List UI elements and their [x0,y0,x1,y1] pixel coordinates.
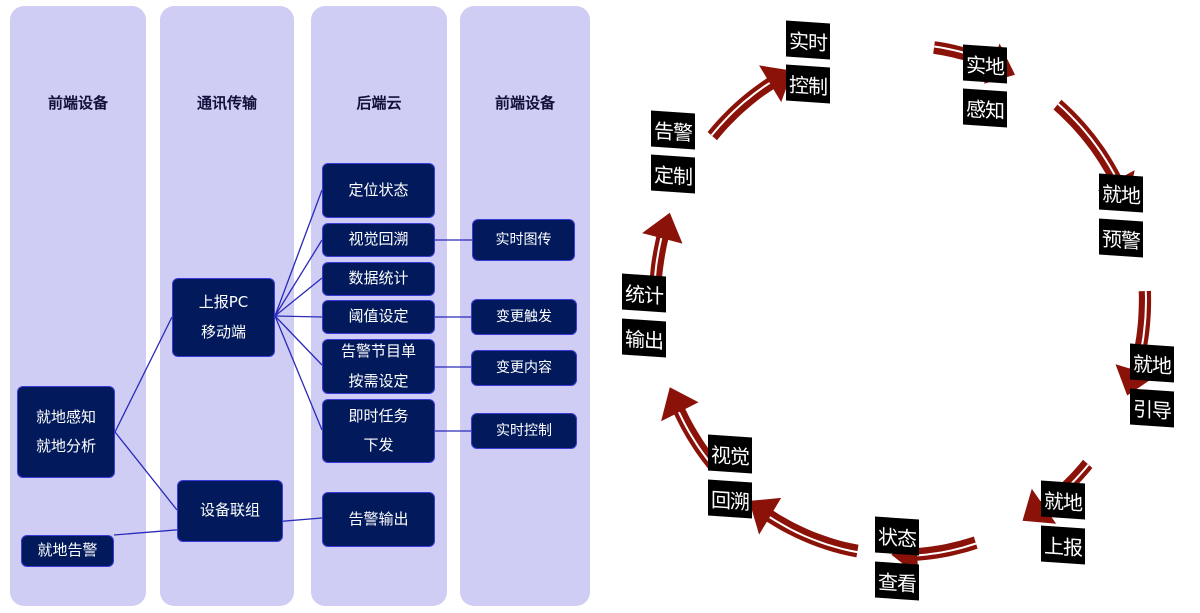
link-report-to-position [274,189,323,317]
connector-lines [113,189,472,536]
node-visual-trace[interactable]: 视觉回溯 [322,223,435,257]
cycle-label-realtime-control-1: 实时 [786,20,830,60]
cycle-label-status-view-1: 状态 [875,516,919,556]
cycle-arrow-highlight [917,542,977,557]
cycle-label-alarm-custom-2: 定制 [651,154,695,194]
cycle-arrow-6 [749,497,859,558]
link-report-to-visual [274,239,323,317]
node-text: 移动端 [200,322,246,341]
node-text: 定位状态 [348,180,409,199]
node-alarm-output[interactable]: 告警输出 [322,492,435,547]
cycle-label-visual-trace-2: 回溯 [708,479,752,519]
cycle-label-stats-output-2: 输出 [622,318,666,358]
node-alarm-program[interactable]: 告警节目单 按需设定 [322,339,435,394]
cycle-label-visual-trace-1: 视觉 [708,434,752,474]
cycle-label-status-view-2: 查看 [875,561,919,601]
cycle-label-realtime-control-2: 控制 [786,64,830,104]
cycle-arrow-highlight [710,82,771,137]
node-report-pc-mobile[interactable]: 上报PC 移动端 [172,278,275,357]
node-text: 就地告警 [37,541,98,560]
node-text: 实时图传 [495,231,552,248]
cycle-arrow-highlight [678,411,713,466]
column-frontend-devices: 前端设备 [10,6,146,606]
node-text: 下发 [363,436,394,454]
node-text: 就地感知 [35,407,96,426]
cycle-label-local-guide-1: 就地 [1130,343,1174,383]
node-change-content[interactable]: 变更内容 [471,350,577,386]
cycle-arrow-highlight [769,516,858,554]
node-data-stats[interactable]: 数据统计 [322,262,435,296]
node-text: 上报PC [198,293,249,312]
column-title: 前端设备 [47,94,108,112]
link-sense-to-group [114,431,178,511]
node-text: 变更内容 [496,359,552,376]
node-realtime-image[interactable]: 实时图传 [472,219,575,261]
node-text: 即时任务 [348,406,409,425]
cycle-arrow-7 [661,387,717,468]
column-title: 前端设备 [494,94,555,112]
cycle-arrow-highlight [1057,103,1119,181]
cycle-arrow-9 [707,65,793,141]
node-local-alarm[interactable]: 就地告警 [21,535,114,567]
cycle-label-stats-output-1: 统计 [622,273,666,313]
column-title: 通讯传输 [196,94,257,112]
node-device-group[interactable]: 设备联组 [177,480,283,542]
cycle-label-local-guide-2: 引导 [1130,388,1174,428]
cycle-label-field-sense-1: 实地 [963,44,1007,84]
node-text: 视觉回溯 [348,230,409,249]
cycle-label-field-sense-2: 感知 [963,88,1007,128]
node-position-status[interactable]: 定位状态 [322,163,435,218]
link-report-to-stats [274,277,323,317]
link-report-to-program [274,315,323,366]
cycle-label-local-warning-1: 就地 [1099,173,1143,213]
node-text: 按需设定 [348,371,409,390]
link-report-to-task [274,315,323,431]
node-change-trigger[interactable]: 变更触发 [471,299,577,335]
node-text: 变更触发 [496,308,552,325]
node-text: 实时控制 [496,422,552,439]
cycle-label-alarm-custom-1: 告警 [651,110,695,150]
cycle-label-local-report-1: 就地 [1041,480,1085,520]
cycle-label-local-report-2: 上报 [1041,525,1085,565]
column-title: 后端云 [356,94,402,112]
node-instant-task[interactable]: 即时任务 下发 [322,399,435,463]
node-text: 告警节目单 [340,342,416,361]
link-report-to-threshold [274,315,323,318]
node-realtime-control[interactable]: 实时控制 [471,413,577,449]
node-text: 数据统计 [348,269,409,288]
cycle-label-local-warning-2: 预警 [1099,218,1143,258]
node-local-sense-analysis[interactable]: 就地感知 就地分析 [17,386,115,478]
node-text: 设备联组 [199,501,260,520]
node-text: 就地分析 [35,437,96,455]
link-sense-to-report [114,316,173,433]
node-text: 告警输出 [348,509,409,528]
node-text: 阈值设定 [348,307,409,326]
node-threshold-set[interactable]: 阈值设定 [322,300,435,334]
